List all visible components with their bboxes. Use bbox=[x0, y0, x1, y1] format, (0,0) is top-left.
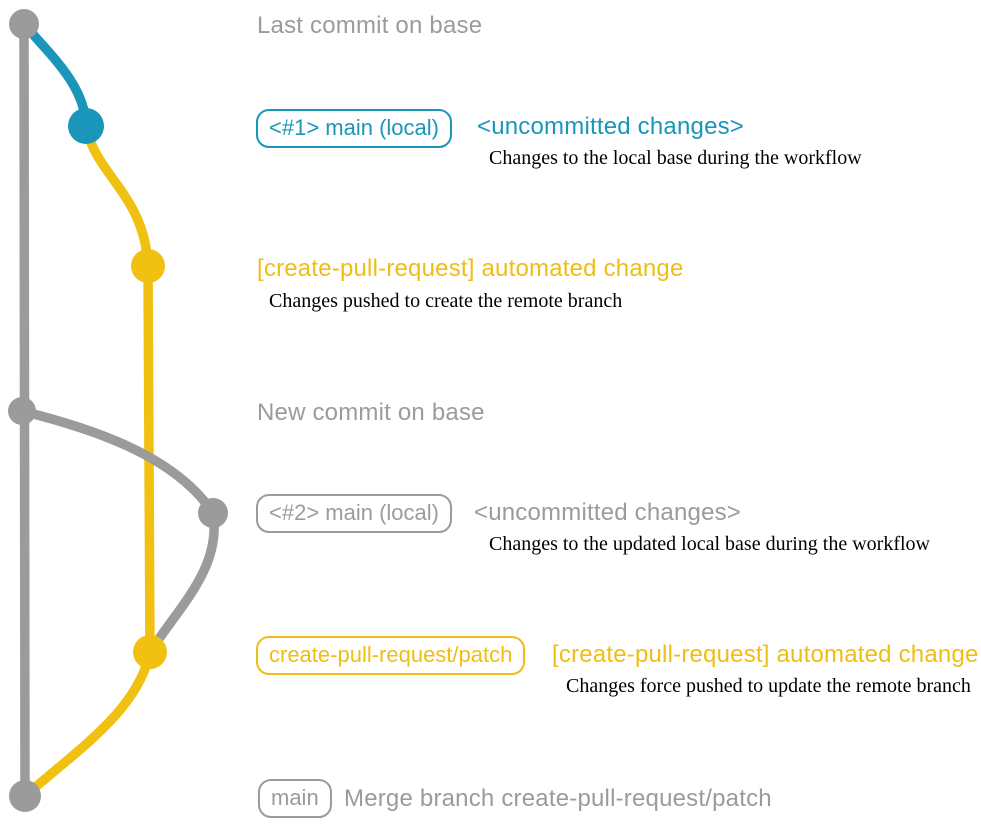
label-last-commit-on-base: Last commit on base bbox=[257, 12, 483, 39]
label-new-commit-on-base: New commit on base bbox=[257, 399, 485, 426]
updated-local-branch-line bbox=[17, 406, 218, 518]
desc-uncommitted-changes-1: Changes to the local base during the wor… bbox=[489, 147, 862, 169]
branch-badge-main-local-1: <#1> main (local) bbox=[256, 109, 452, 149]
branch-badge-patch: create-pull-request/patch bbox=[256, 636, 526, 676]
commit-node-merge bbox=[9, 780, 41, 812]
commit-node-uncommitted-2 bbox=[198, 498, 228, 528]
branch-badge-main-local-2: <#2> main (local) bbox=[256, 494, 452, 534]
commit-node-automated-2 bbox=[133, 635, 167, 669]
label-uncommitted-changes-1: <uncommitted changes> bbox=[477, 113, 745, 140]
branch-badge-main-label: main bbox=[271, 785, 319, 810]
commit-node-last-base bbox=[9, 9, 39, 39]
commit-node-new-base bbox=[8, 397, 36, 425]
label-automated-change-1: [create-pull-request] automated change bbox=[257, 255, 684, 282]
patch-branch-line-top bbox=[81, 121, 153, 271]
branch-badge-main: main bbox=[258, 779, 332, 819]
commit-node-uncommitted-1 bbox=[68, 108, 104, 144]
updated-local-to-patch-line bbox=[145, 508, 219, 657]
label-merge-branch: Merge branch create-pull-request/patch bbox=[344, 785, 772, 812]
patch-branch-merge-line bbox=[20, 647, 155, 801]
branch-badge-main-local-2-label: <#2> main (local) bbox=[269, 500, 439, 525]
desc-automated-change-2: Changes force pushed to update the remot… bbox=[566, 675, 971, 697]
commit-node-automated-1 bbox=[131, 249, 165, 283]
label-automated-change-2: [create-pull-request] automated change bbox=[552, 641, 979, 668]
label-uncommitted-changes-2: <uncommitted changes> bbox=[474, 499, 742, 526]
branch-badge-patch-label: create-pull-request/patch bbox=[269, 642, 513, 667]
branch-badge-main-local-1-label: <#1> main (local) bbox=[269, 115, 439, 140]
desc-uncommitted-changes-2: Changes to the updated local base during… bbox=[489, 533, 930, 555]
git-graph bbox=[8, 9, 228, 812]
desc-automated-change-1: Changes pushed to create the remote bran… bbox=[269, 290, 623, 312]
